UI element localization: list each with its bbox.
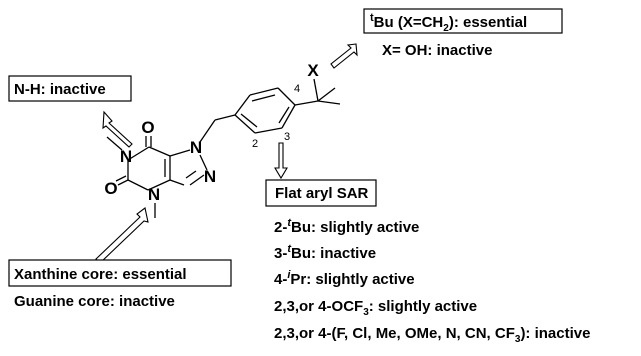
atom-n1: N xyxy=(120,147,132,166)
sar-item-3-tbu: 3-tBu: inactive xyxy=(274,243,376,262)
benzyl-ring xyxy=(234,78,341,134)
flat-aryl-label: Flat aryl SAR xyxy=(275,185,369,202)
guanine-inactive-label: Guanine core: inactive xyxy=(14,293,175,310)
position-4: 4 xyxy=(294,83,300,95)
tbu-essential-box xyxy=(363,8,563,34)
sar-item-ocf3: 2,3,or 4-OCF3: slightly active xyxy=(274,298,477,318)
nh-inactive-label: N-H: inactive xyxy=(14,81,106,98)
atom-n7: N xyxy=(190,138,202,157)
sar-list: 2-tBu: slightly active 3-tBu: inactive 4… xyxy=(274,217,590,345)
atom-x: X xyxy=(307,61,319,80)
atom-o-top: O xyxy=(141,118,154,137)
xanthine-core xyxy=(106,114,236,218)
sar-item-2-tbu: 2-tBu: slightly active xyxy=(274,217,419,236)
tbu-essential-label: tBu (X=CH2): essential xyxy=(370,12,527,34)
atom-o-left: O xyxy=(104,179,117,198)
position-3: 3 xyxy=(284,131,290,143)
xanthine-essential-label: Xanthine core: essential xyxy=(14,266,187,283)
arrow-nh xyxy=(102,110,133,148)
x-oh-inactive-label: X= OH: inactive xyxy=(382,42,492,59)
arrow-flat-aryl xyxy=(274,142,288,180)
sar-item-other-substituents: 2,3,or 4-(F, Cl, Me, OMe, N, CN, CF3): i… xyxy=(274,325,590,345)
nh-inactive-box xyxy=(8,75,132,102)
arrow-tbu xyxy=(330,43,358,69)
position-2: 2 xyxy=(252,138,258,150)
atom-n9: N xyxy=(204,167,216,186)
flat-aryl-box xyxy=(265,179,377,207)
xanthine-essential-box xyxy=(8,259,232,287)
sar-item-4-ipr: 4-iPr: slightly active xyxy=(274,269,415,288)
atom-n3: N xyxy=(148,185,160,204)
arrow-xanthine xyxy=(95,207,149,264)
